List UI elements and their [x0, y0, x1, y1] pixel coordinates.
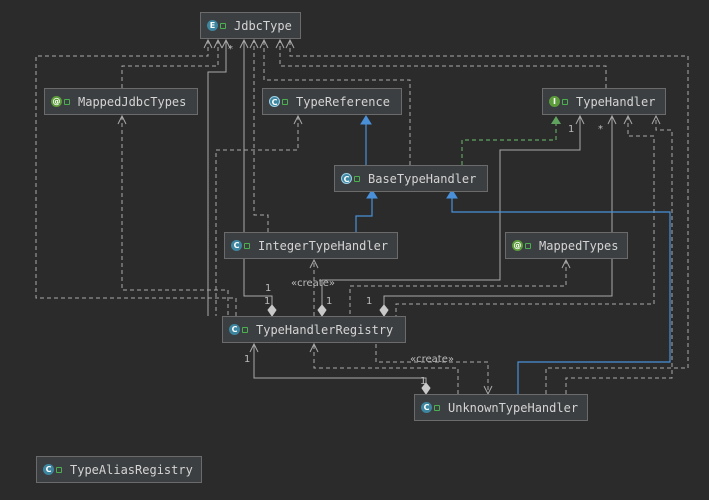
node-jdbc-type[interactable]: E JdbcType [200, 12, 301, 39]
class-icon: C [229, 324, 240, 335]
edge-type-reference-registry [215, 116, 299, 316]
visibility-icon [244, 242, 250, 249]
node-type-reference[interactable]: C TypeReference [262, 88, 402, 115]
abstract-class-icon: C [269, 96, 280, 107]
edge-registry-type-handler-assoc [321, 116, 581, 316]
node-mapped-types-label: MappedTypes [539, 238, 619, 253]
diamond-3 [379, 304, 389, 317]
edge-base-type-handler-jdbc-type [263, 40, 411, 165]
edge-mapped-jdbc-types-jdbc-type [121, 40, 219, 88]
edge-registry-internal [207, 40, 227, 316]
label-mult-e: 1 [244, 354, 251, 365]
interface-icon: I [549, 96, 560, 107]
edge-unknown-registry-create [313, 344, 459, 394]
label-mult-f: 1 [420, 376, 427, 387]
label-mult-d: 1 [568, 124, 575, 135]
visibility-icon [562, 98, 568, 105]
node-type-alias-registry[interactable]: C TypeAliasRegistry [36, 456, 202, 483]
node-type-handler[interactable]: I TypeHandler [542, 88, 666, 115]
label-mult-a: 1 [264, 296, 271, 307]
edge-unknown-registry-assoc [253, 344, 427, 394]
diamond-2 [317, 304, 327, 317]
node-type-reference-label: TypeReference [296, 94, 390, 109]
label-mult-c: 1 [366, 296, 373, 307]
label-mult-b: 1 [326, 296, 333, 307]
abstract-class-icon: C [341, 173, 352, 184]
visibility-icon [64, 98, 70, 105]
edge-registry-unknown-create [375, 344, 489, 394]
node-type-alias-registry-label: TypeAliasRegistry [70, 462, 193, 477]
edge-type-handler-registry-2 [395, 116, 655, 316]
class-icon: C [43, 464, 54, 475]
class-icon: C [231, 240, 242, 251]
visibility-icon [56, 466, 62, 473]
node-mapped-types[interactable]: @ MappedTypes [505, 232, 628, 259]
visibility-icon [242, 326, 248, 333]
label-mult-g: 1 [265, 283, 272, 294]
label-star-b: * [598, 124, 603, 135]
node-mapped-jdbc-types[interactable]: @ MappedJdbcTypes [44, 88, 198, 115]
node-jdbc-type-label: JdbcType [234, 18, 292, 33]
node-unknown-type-handler[interactable]: C UnknownTypeHandler [414, 394, 588, 421]
visibility-icon [220, 22, 226, 29]
node-base-type-handler-label: BaseTypeHandler [368, 171, 477, 186]
node-mapped-jdbc-types-label: MappedJdbcTypes [78, 94, 187, 109]
label-create-2: «create» [410, 354, 454, 365]
edge-registry-jdbc-type-assoc [243, 40, 273, 316]
node-base-type-handler[interactable]: C BaseTypeHandler [334, 165, 488, 192]
edge-type-handler-jdbc-type [279, 40, 607, 88]
edge-type-handler-registry-jdbc-type-left [35, 40, 237, 316]
node-type-handler-label: TypeHandler [576, 94, 656, 109]
edge-mapped-types-registry [349, 260, 567, 316]
edge-mapped-jdbc-types-registry [121, 116, 229, 316]
annotation-icon: @ [51, 96, 62, 107]
edge-unknown-type-handler-jdbc-type [289, 40, 689, 394]
edge-integer-handler-base-handler [355, 198, 373, 232]
visibility-icon [282, 98, 288, 105]
class-icon: C [421, 402, 432, 413]
node-type-handler-registry[interactable]: C TypeHandlerRegistry [222, 316, 406, 343]
node-integer-type-handler[interactable]: C IntegerTypeHandler [224, 232, 398, 259]
label-create-1: «create» [291, 278, 335, 289]
edge-unknown-type-handler-type-handler [565, 116, 673, 394]
enum-icon: E [207, 20, 218, 31]
visibility-icon [354, 175, 360, 182]
node-type-handler-registry-label: TypeHandlerRegistry [256, 322, 394, 337]
visibility-icon [434, 404, 440, 411]
edge-integer-type-handler-jdbc-type [253, 40, 269, 232]
annotation-icon: @ [512, 240, 523, 251]
label-star-a: * [228, 44, 233, 55]
visibility-icon [525, 242, 531, 249]
edge-unknown-handler-base-handler [451, 198, 671, 394]
node-integer-type-handler-label: IntegerTypeHandler [258, 238, 389, 253]
edge-base-handler-type-handler [461, 124, 557, 165]
node-unknown-type-handler-label: UnknownTypeHandler [448, 400, 579, 415]
